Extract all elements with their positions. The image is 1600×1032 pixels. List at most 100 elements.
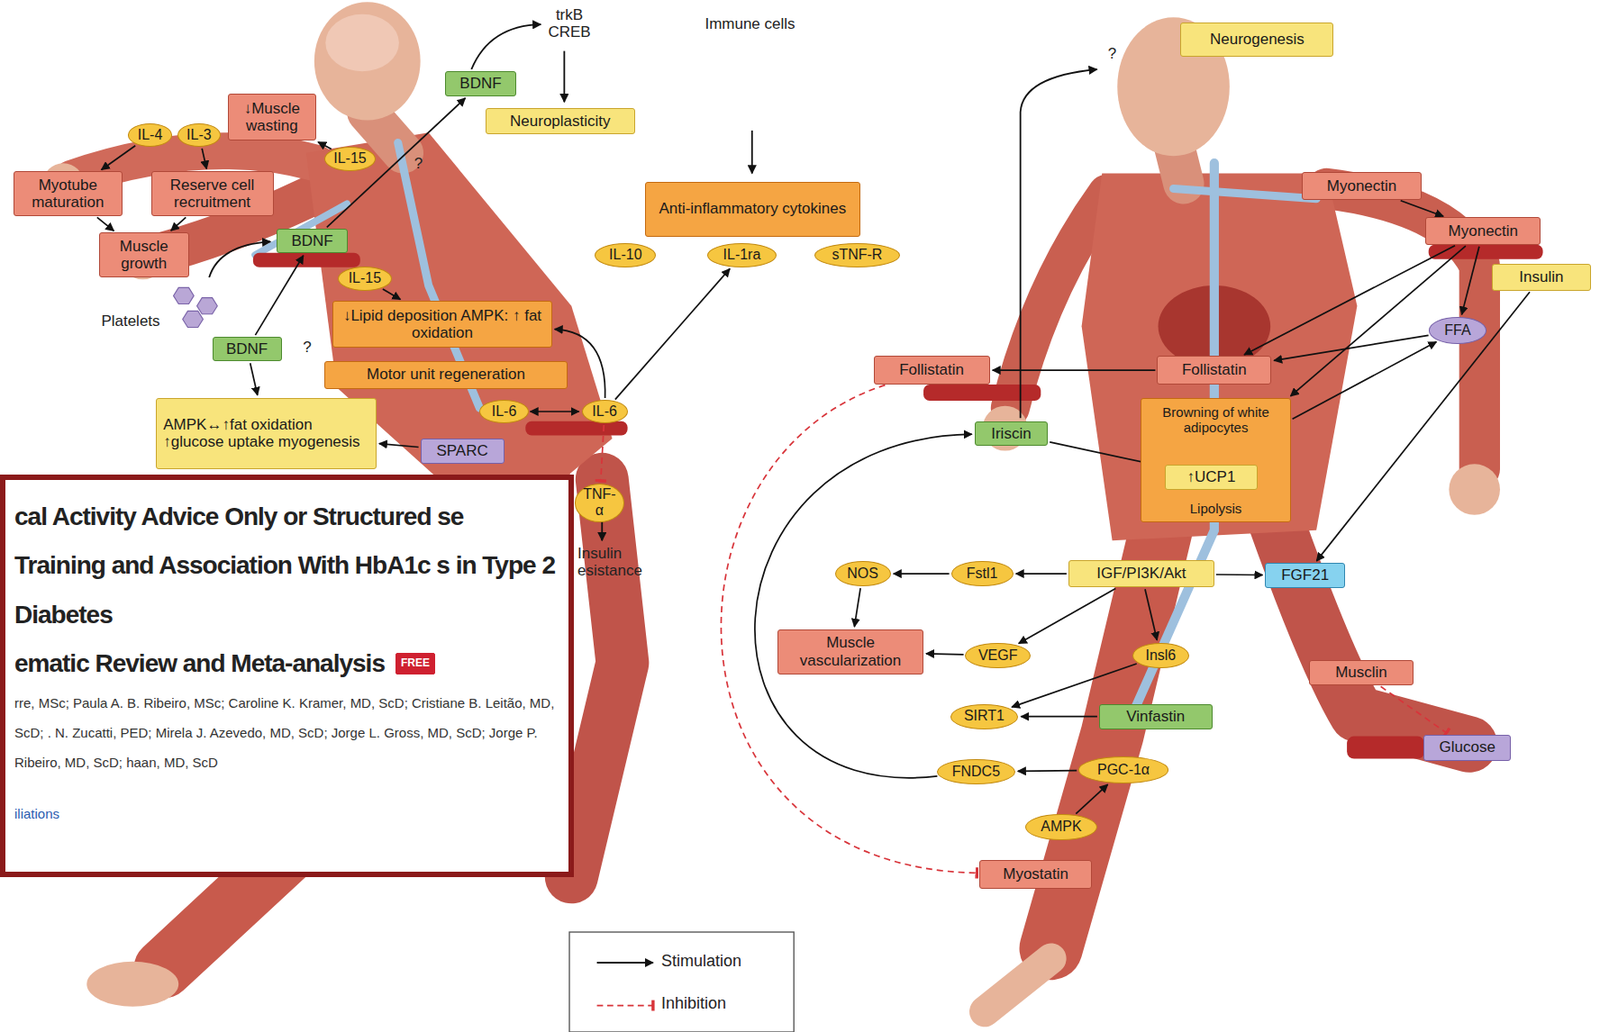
node-text: Myonectin — [1432, 222, 1534, 241]
stimulation-connector — [1020, 716, 1098, 719]
process-box: ↓Lipid deposition AMPK: ↑ fat oxidation — [332, 300, 553, 348]
process-box: Follistatin — [873, 355, 991, 385]
molecule-box: Glucose — [1423, 735, 1511, 762]
muscle-fiber — [253, 253, 361, 268]
node-text: Glucose — [1430, 738, 1504, 757]
torso — [1081, 173, 1358, 542]
node-text: IL-6 — [590, 403, 620, 420]
node-text: Myostatin — [986, 865, 1085, 884]
adipocyte-box: Browning of white adipocytesLipolysis ↑UC… — [1140, 398, 1291, 523]
node-text: cal Activity Advice Only or Structured s… — [14, 492, 560, 641]
head — [314, 1, 421, 120]
legend-swatch — [597, 1005, 654, 1008]
cytokine-ellipse: NOS — [835, 561, 891, 587]
node-text: SPARC — [427, 442, 498, 461]
stimulation-connector — [327, 98, 466, 228]
stimulation-connector — [1316, 291, 1530, 562]
node-text: Muscle vascularization — [784, 634, 917, 670]
legend-text: Inhibition — [661, 994, 788, 1014]
node-text: FFA — [1436, 322, 1480, 339]
stimulation-connector — [1018, 588, 1117, 644]
process-box: Reserve cell recruitment — [151, 171, 274, 217]
process-box: Myostatin — [979, 860, 1092, 890]
hormone-box: FGF21 — [1264, 563, 1345, 589]
subtitle-row: ematic Review and Meta-analysis — [14, 639, 560, 688]
process-box: Insulin — [1491, 263, 1591, 291]
protein-box: Vinfastin — [1099, 704, 1213, 730]
process-box: AMPK↔↑fat oxidation ↑glucose uptake myog… — [155, 398, 377, 470]
node-text: Neurogenesis — [1187, 30, 1327, 49]
platelet — [182, 310, 204, 328]
process-box: Myotube maturation — [13, 171, 123, 217]
process-box: IGF/PI3K/Akt — [1068, 560, 1215, 589]
node-text: ematic Review and Meta-analysis — [14, 639, 385, 688]
stimulation-connector — [382, 289, 401, 300]
process-box: Motor unit regeneration — [324, 361, 568, 390]
node-text: Follistatin — [881, 361, 983, 380]
article-panel: cal Activity Advice Only or Structured s… — [0, 474, 574, 878]
stimulation-connector — [1273, 335, 1428, 361]
cytokine-ellipse: TNF-α — [574, 483, 626, 523]
foot — [984, 958, 1052, 1012]
stimulation-connector — [318, 142, 332, 150]
node-text: rre, MSc; Paula A. B. Ribeiro, MSc; Caro… — [14, 688, 560, 778]
node-text: Insl6 — [1140, 647, 1181, 664]
node-text: PGC-1α — [1086, 762, 1161, 779]
node-text: Neuroplasticity — [492, 112, 628, 131]
node-text: VEGF — [972, 647, 1022, 664]
node-text: IL-6 — [487, 403, 520, 420]
process-box: ↑UCP1 — [1164, 464, 1258, 491]
node-text: Musclin — [1316, 663, 1407, 682]
process-box: Musclin — [1309, 660, 1414, 686]
annotation-label: ? — [297, 338, 319, 357]
node-text: Reserve cell recruitment — [158, 176, 267, 212]
node-text: ↑UCP1 — [1172, 468, 1251, 487]
stimulation-connector — [893, 572, 950, 575]
leader-arrow — [209, 241, 271, 278]
stimulation-connector — [754, 434, 973, 779]
process-box: Anti-inflammatory cytokines — [645, 181, 861, 237]
legend-text: Stimulation — [661, 952, 788, 972]
leader-arrow — [563, 51, 565, 103]
node-text: BDNF — [219, 340, 275, 359]
node-text: IGF/PI3K/Akt — [1075, 564, 1208, 583]
stimulation-connector — [1244, 245, 1455, 355]
process-box: Neurogenesis — [1180, 22, 1334, 58]
legend-swatch — [597, 962, 654, 964]
node-text: FREE — [400, 657, 430, 671]
cytokine-ellipse: FNDC5 — [936, 759, 1016, 785]
free-badge: FREE — [395, 653, 436, 675]
molecule-box: SPARC — [420, 438, 505, 464]
stimulation-connector — [254, 255, 303, 336]
cytokine-ellipse: SIRT1 — [950, 704, 1019, 730]
stimulation-connector — [926, 654, 964, 655]
cytokine-ellipse: VEGF — [964, 643, 1030, 669]
node-text: IL-3 — [185, 127, 213, 144]
protein-box: BDNF — [276, 228, 348, 255]
platelet — [197, 298, 219, 315]
annotation-label: Immune cells — [704, 15, 797, 34]
node-text: Lipolysis — [1146, 500, 1285, 517]
inhibition-connector — [1381, 686, 1447, 734]
node-text: Motor unit regeneration — [331, 365, 561, 384]
cytokine-ellipse: IL-15 — [324, 146, 376, 172]
annotation-label: ? — [408, 154, 429, 173]
node-text: sTNF-R — [822, 246, 892, 264]
cytokine-ellipse: Fstl1 — [951, 561, 1014, 587]
node-text: Vinfastin — [1106, 708, 1206, 727]
muscle-fiber — [1346, 736, 1425, 760]
hand — [1448, 463, 1500, 516]
stimulation-connector — [101, 145, 137, 171]
node-text: Browning of white adipocytes — [1146, 404, 1285, 437]
node-text: FGF21 — [1272, 566, 1337, 585]
node-text: NOS — [843, 565, 883, 582]
node-text: Follistatin — [1163, 361, 1264, 380]
stimulation-connector — [1075, 784, 1108, 814]
molecule-ellipse: FFA — [1428, 317, 1488, 344]
cytokine-ellipse: IL-4 — [127, 123, 173, 147]
node-text: IL-4 — [136, 127, 165, 144]
node-text: Fstl1 — [959, 565, 1006, 582]
inhibition-connector — [720, 385, 977, 874]
stimulation-connector — [1462, 246, 1480, 316]
